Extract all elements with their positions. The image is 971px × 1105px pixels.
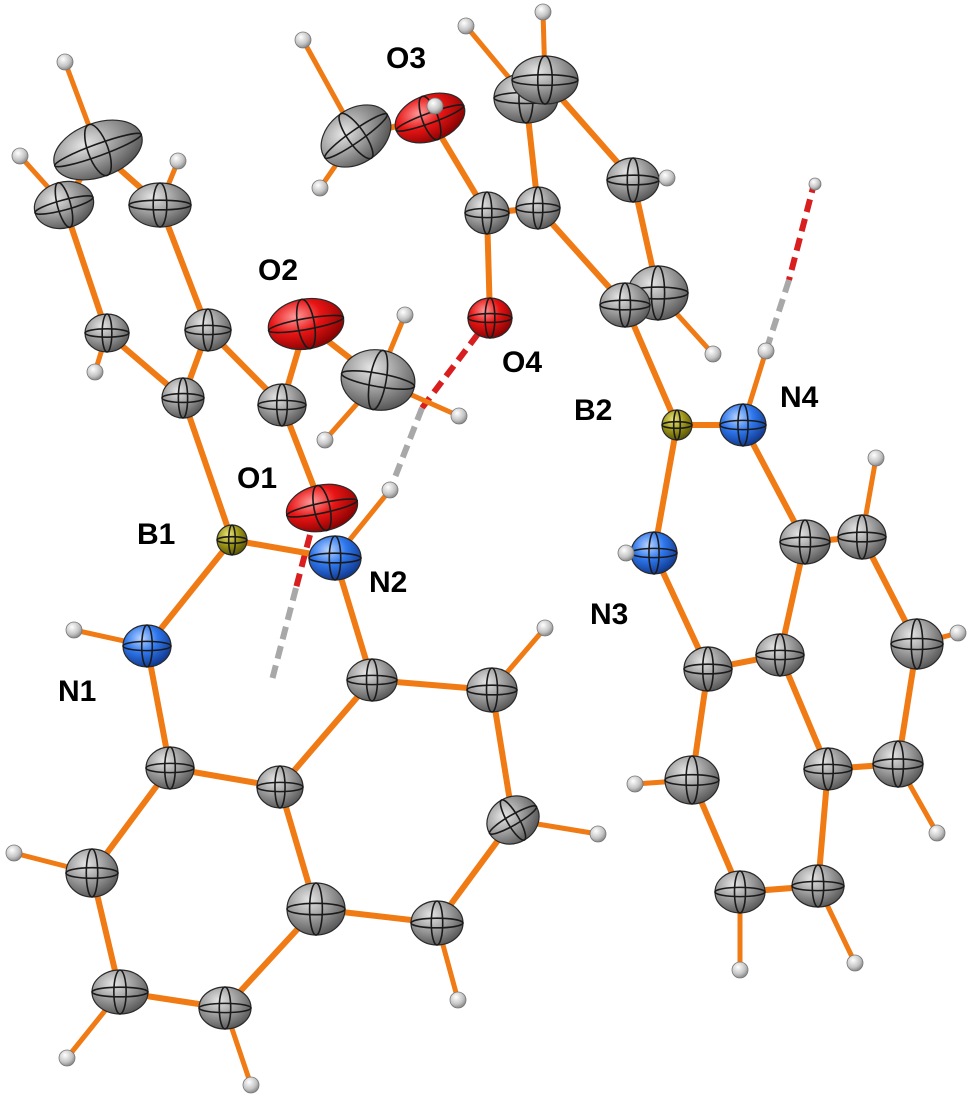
carbon-atom [53,119,143,181]
carbon-atom [257,383,307,427]
atom-label-n3: N3 [590,598,628,631]
hydrogen-bond-layer [269,179,818,681]
hydrogen-atom [808,177,822,191]
carbon-atom [91,969,149,1015]
hydrogen-atom [536,619,554,637]
hydrogen-atom [5,844,23,862]
boron-atom [661,409,693,441]
carbon-atom [84,313,130,353]
atom-label-o4: O4 [502,346,542,379]
carbon-atom [184,308,232,352]
atom-label-o1: O1 [237,462,277,495]
carbon-atom [714,870,766,914]
hydrogen-atom [169,152,187,170]
hydrogen-atom [450,407,468,425]
nitrogen-atom [308,535,362,581]
hydrogen-atom [426,97,444,115]
hydrogen-atom [617,544,635,562]
atom-label-o2: O2 [258,254,298,287]
atom-label-o3: O3 [386,42,426,75]
hydrogen-bond-segment [269,587,299,681]
hydrogen-atom [381,481,399,499]
carbon-atom [872,740,924,788]
carbon-atom [683,646,733,692]
carbon-atom [65,848,119,898]
hydrogen-atom [626,775,644,793]
atom-label-layer: O3 O2 O4 B2 N4 O1 B1 N2 N3 N1 [58,42,819,708]
hydrogen-atom [11,147,29,165]
hydrogen-atom [867,449,885,467]
hydrogen-atom [928,824,946,842]
carbon-atom [466,667,518,713]
oxygen-atom [467,297,513,339]
atom-label-b2: B2 [574,394,612,427]
carbon-atom [515,186,561,230]
hydrogen-bond-segment [786,179,818,281]
hydrogen-atom [242,1076,260,1094]
oxygen-atom [394,92,466,144]
hydrogen-atom [949,624,967,642]
atom-label-n4: N4 [780,381,819,414]
hydrogen-bond-segment [763,279,792,352]
carbon-atom [464,191,510,235]
hydrogen-atom [56,53,74,71]
hydrogen-atom [457,17,475,35]
hydrogen-bond-segment [387,406,425,492]
nitrogen-atom [719,403,767,447]
oxygen-atom [285,483,359,533]
carbon-atom [340,349,416,411]
carbon-atom [664,755,720,805]
hydrogen-atom [58,1049,76,1067]
carbon-atom [198,986,252,1030]
carbon-atom [511,55,579,105]
hydrogen-atom [658,169,676,187]
carbon-atom [599,282,651,328]
carbon-atom [803,747,853,791]
carbon-atom [890,618,944,670]
hydrogen-atom [704,345,722,363]
carbon-atom [286,882,346,936]
hydrogen-atom [316,431,334,449]
atom-label-n1: N1 [58,675,96,708]
atom-label-n2: N2 [369,566,407,599]
bond [180,395,235,543]
carbon-atom [606,157,660,203]
hydrogen-atom [731,961,749,979]
hydrogen-atom [311,179,329,197]
hydrogen-atom [396,306,414,324]
carbon-atom [128,182,192,228]
hydrogen-atom [449,991,467,1009]
hydrogen-bond-segment [293,534,313,589]
nitrogen-atom [122,624,172,668]
oxygen-atom [267,297,345,351]
hydrogen-atom [294,31,312,49]
carbon-atom [161,377,205,419]
carbon-atom [486,795,540,845]
hydrogen-atom [589,825,607,843]
carbon-atom [755,633,805,677]
carbon-atom [320,104,392,168]
bond [277,677,375,790]
hydrogen-atom [86,363,104,381]
carbon-atom [145,746,195,790]
hydrogen-atom [846,954,864,972]
carbon-atom [33,180,95,230]
carbon-atom [346,658,398,702]
carbon-atom [410,900,464,946]
atom-label-b1: B1 [137,518,175,551]
carbon-atom [779,519,831,565]
atom-layer [5,3,967,1094]
hydrogen-atom [534,3,552,21]
hydrogen-atom [65,621,83,639]
boron-atom [216,524,248,556]
nitrogen-atom [630,531,678,575]
carbon-atom [791,864,845,908]
hydrogen-atom [757,342,775,360]
carbon-atom [837,514,887,560]
carbon-atom [256,765,304,809]
